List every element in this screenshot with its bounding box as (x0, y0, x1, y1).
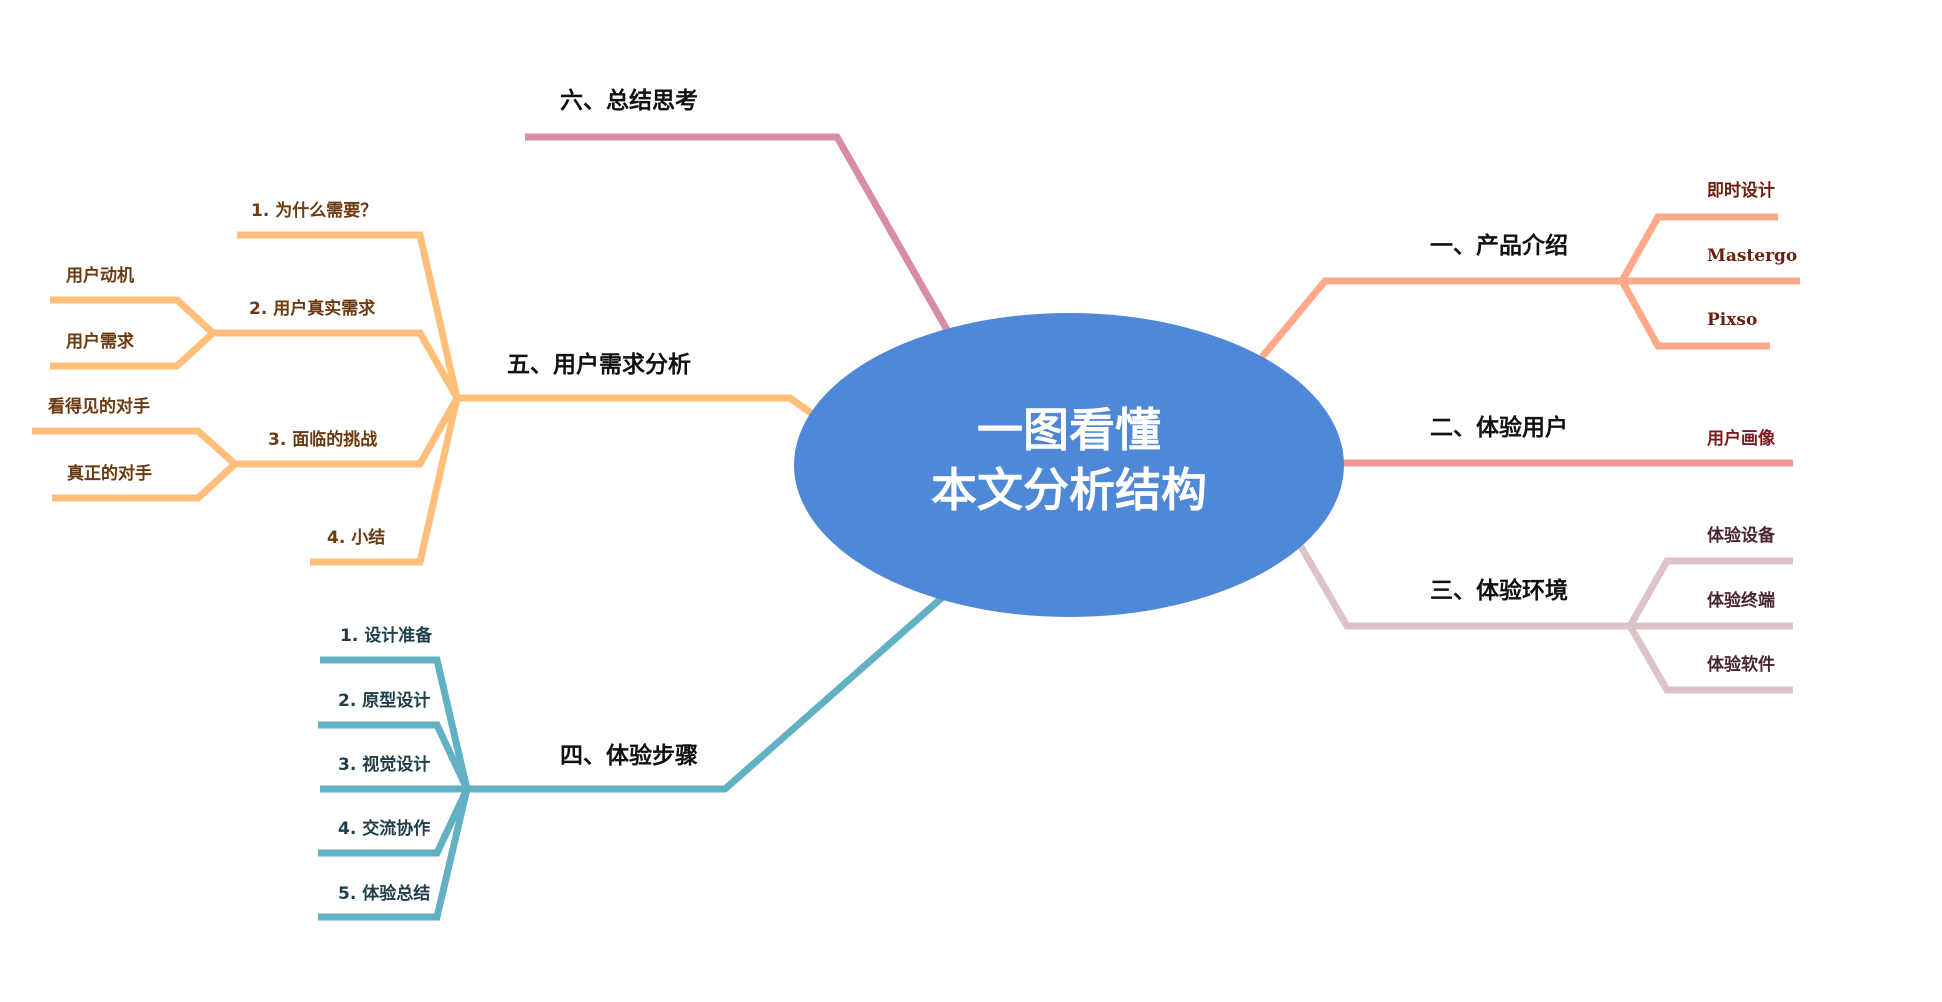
branch-6-connector (525, 133, 954, 337)
central-topic-title: 一图看懂 本文分析结构 (794, 400, 1344, 520)
branch-1-child-1[interactable]: 即时设计 (1707, 181, 1775, 201)
central-topic-line-1: 一图看懂 (977, 403, 1161, 457)
branch-2-child-1[interactable]: 用户画像 (1707, 429, 1775, 449)
branch-5-child-4[interactable]: 4. 小结 (327, 528, 386, 548)
branch-4-child-2[interactable]: 2. 原型设计 (338, 691, 431, 711)
branch-3-child-2[interactable]: 体验终端 (1707, 591, 1775, 611)
branch-4-child-4[interactable]: 4. 交流协作 (338, 819, 431, 839)
branch-4-child-1[interactable]: 1. 设计准备 (340, 626, 433, 646)
branch-4-label[interactable]: 四、体验步骤 (560, 743, 698, 769)
branch-6-label[interactable]: 六、总结思考 (560, 88, 698, 114)
branch-4-child-3[interactable]: 3. 视觉设计 (338, 755, 431, 775)
branch-4-child-5[interactable]: 5. 体验总结 (338, 884, 431, 904)
branch-4-connectors (318, 592, 948, 921)
branch-1-connectors (1259, 213, 1800, 360)
branch-5-child-3-sub-1[interactable]: 看得见的对手 (48, 397, 150, 417)
branch-3-child-3[interactable]: 体验软件 (1707, 655, 1775, 675)
branch-5-child-3[interactable]: 3. 面临的挑战 (268, 430, 378, 450)
central-topic-line-2: 本文分析结构 (931, 463, 1207, 517)
branch-5-child-3-sub-2[interactable]: 真正的对手 (67, 464, 152, 484)
branch-5-connectors (32, 231, 821, 566)
branch-1-child-3[interactable]: Pixso (1707, 310, 1758, 330)
branch-5-label[interactable]: 五、用户需求分析 (507, 352, 691, 378)
branch-2-label[interactable]: 二、体验用户 (1430, 415, 1568, 441)
central-topic-node[interactable] (794, 313, 1344, 617)
branch-5-child-2[interactable]: 2. 用户真实需求 (249, 299, 376, 319)
branch-1-label[interactable]: 一、产品介绍 (1430, 233, 1568, 259)
branch-3-label[interactable]: 三、体验环境 (1430, 578, 1568, 604)
branch-5-child-2-sub-2[interactable]: 用户需求 (66, 332, 134, 352)
branch-5-child-2-sub-1[interactable]: 用户动机 (66, 266, 134, 286)
branch-3-child-1[interactable]: 体验设备 (1707, 526, 1775, 546)
branch-1-child-2[interactable]: Mastergo (1707, 246, 1798, 266)
branch-3-connectors (1296, 543, 1793, 694)
branch-5-child-1[interactable]: 1. 为什么需要？ (251, 201, 378, 221)
